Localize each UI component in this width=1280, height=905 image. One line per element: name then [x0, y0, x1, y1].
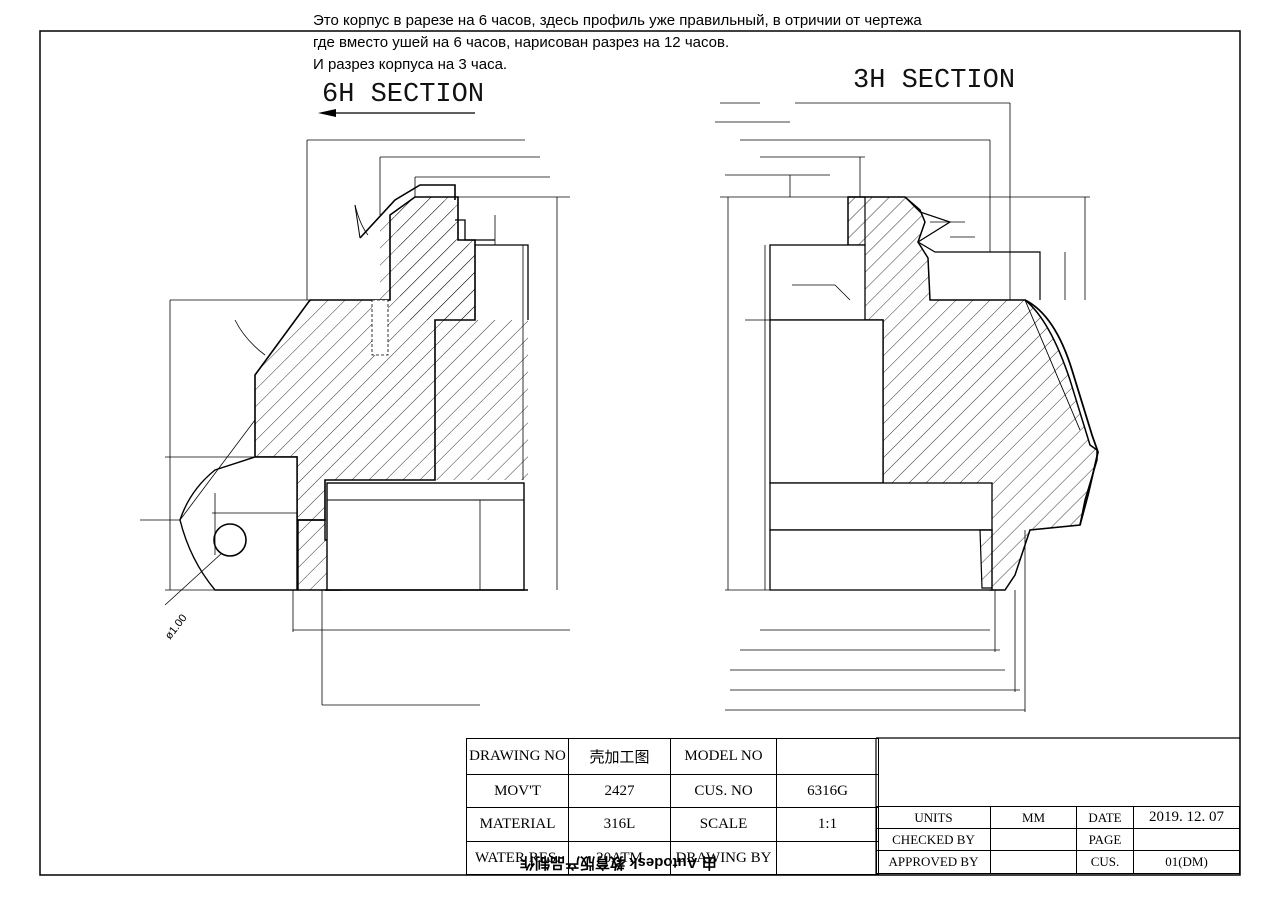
drawing-no-value: 壳加工图 — [568, 738, 671, 775]
section-arrow-head — [318, 109, 336, 117]
caseback-outline — [326, 482, 525, 591]
checked-by-value — [990, 828, 1077, 851]
title-block: DRAWING NO 壳加工图 MODEL NO MOV'T 2427 CUS.… — [466, 738, 879, 875]
approved-by-value — [990, 850, 1077, 874]
annotation-note: Это корпус в рарезе на 6 часов, здесь пр… — [313, 10, 922, 76]
scale-label: SCALE — [670, 807, 777, 842]
crystal-seat — [475, 244, 529, 320]
cus-no-label: CUS. NO — [670, 774, 777, 808]
cus-value: 01(DM) — [1133, 850, 1240, 874]
units-label: UNITS — [876, 806, 991, 829]
autodesk-watermark: 由 Autodesk 教育版产品制作 — [520, 854, 717, 871]
page-label: PAGE — [1076, 828, 1134, 851]
units-value: MM — [990, 806, 1077, 829]
note-line-2: где вместо ушей на 6 часов, нарисован ра… — [313, 34, 730, 51]
movt-value: 2427 — [568, 774, 671, 808]
lug-horn — [179, 456, 298, 591]
movement-space-right — [769, 319, 884, 484]
bezel-right-detail — [904, 196, 1041, 300]
dimension-lines-right — [715, 102, 1090, 712]
sheet-border — [39, 30, 1241, 876]
material-label: MATERIAL — [466, 807, 569, 842]
cus-label: CUS. — [1076, 850, 1134, 874]
caseback-right-lower — [769, 529, 993, 591]
title-block-right: UNITS MM DATE 2019. 12. 07 CHECKED BY PA… — [876, 806, 1240, 874]
case-flank — [1024, 299, 1099, 526]
note-line-1: Это корпус в рарезе на 6 часов, здесь пр… — [313, 12, 922, 29]
screw-hole — [371, 299, 389, 356]
bezel-edge — [354, 204, 361, 239]
date-value: 2019. 12. 07 — [1133, 806, 1240, 829]
section-3h — [715, 102, 1099, 712]
dimension-lines-left — [140, 139, 570, 706]
gasket-right — [979, 529, 993, 589]
caseback-right-upper — [769, 482, 993, 531]
scale-value: 1:1 — [776, 807, 879, 842]
movt-label: MOV'T — [466, 774, 569, 808]
step-outline — [455, 219, 495, 241]
section-3h-title: 3H SECTION — [853, 66, 1016, 96]
model-no-value — [776, 738, 879, 775]
approved-by-label: APPROVED BY — [876, 850, 991, 874]
crystal-right — [769, 244, 866, 321]
date-label: DATE — [1076, 806, 1134, 829]
bezel-outline — [359, 184, 456, 239]
drawing-by-label: DRAWING BY — [670, 841, 777, 875]
section-6h-title: 6H SECTION — [322, 80, 485, 110]
page-value — [1133, 828, 1240, 851]
spring-bar-hole — [213, 523, 247, 557]
note-line-3: И разрез корпуса на 3 часа. — [313, 56, 508, 73]
section-6h: ø1.00 — [140, 109, 570, 706]
checked-by-label: CHECKED BY — [876, 828, 991, 851]
model-no-label: MODEL NO — [670, 738, 777, 775]
drawing-by-value — [776, 841, 879, 875]
hole-diameter-label: ø1.00 — [163, 612, 190, 642]
lug-construction-line — [179, 419, 256, 521]
case-flank-inner — [1024, 299, 1081, 431]
drawing-no-label: DRAWING NO — [466, 738, 569, 775]
cus-no-value: 6316G — [776, 774, 879, 808]
material-value: 316L — [568, 807, 671, 842]
